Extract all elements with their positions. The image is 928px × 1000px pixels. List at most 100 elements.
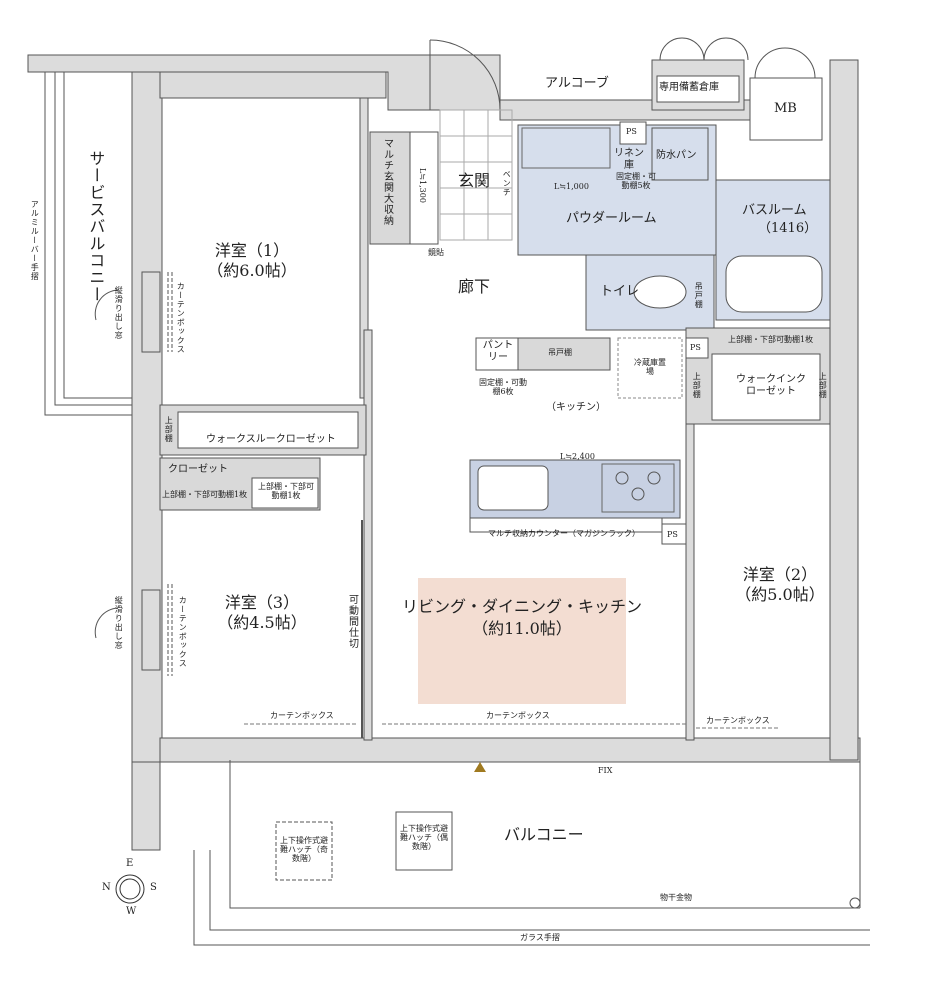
movable-partition-label: 可動間仕切 [346, 594, 358, 649]
toilet-label: トイレ [600, 284, 640, 299]
multi-storage-label: マルチ玄関大収納 [381, 138, 393, 226]
bench-label: ベンチ [502, 170, 512, 197]
ps-kitchen-label: PS [667, 530, 678, 539]
curtain-box-bottom-3: カーテンボックス [706, 716, 770, 725]
laundry-label: 物干金物 [660, 893, 692, 902]
western3-size: （約4.5帖） [217, 613, 307, 632]
compass-n: N [102, 882, 111, 893]
fix-marker [474, 762, 486, 772]
walkin-inner [711, 353, 821, 421]
burner-3 [631, 487, 645, 501]
ldk-name: リビング・ダイニング・キッチン [401, 597, 643, 616]
western3-name: 洋室（3） [224, 593, 300, 612]
burners [615, 471, 661, 501]
alcove-label: アルコーブ [545, 76, 609, 91]
window-room1 [141, 271, 161, 353]
multi-storage-box [369, 131, 411, 245]
entrance-label: 玄関 [458, 171, 491, 190]
service-balcony-label: サービスバルコニー [86, 150, 106, 303]
hatch-odd-label: 上下操作式避難ハッチ（奇数階） [280, 836, 328, 864]
walkin-upper-shelf-left: 上部棚 [692, 372, 702, 399]
rail-line-1 [44, 72, 132, 416]
mb-box [749, 77, 823, 141]
left-windows [94, 271, 173, 676]
stove [601, 463, 675, 513]
closet-shelf-label: 上部棚・下部可動棚1枚 [162, 490, 248, 499]
closet-label: クローゼット [168, 464, 228, 475]
storage-room-label: 専用備蓄倉庫 [659, 82, 719, 93]
balcony-inner-edge [229, 760, 860, 909]
ps-box-top [619, 121, 647, 145]
compass-w: W [126, 906, 137, 917]
window-room3-swing [94, 607, 119, 639]
burner-2 [647, 471, 661, 485]
wall-top-room1 [159, 71, 387, 99]
walkthrough-inner [177, 411, 359, 449]
ps-box-kitchen [661, 523, 687, 545]
entrance-area [439, 109, 513, 241]
bathtub [725, 255, 823, 313]
hatch-even-label: 上下操作式避難ハッチ（偶数階） [400, 824, 448, 852]
storage-door-arcs [659, 37, 749, 61]
compass-s: S [150, 882, 157, 893]
vanity [521, 127, 611, 169]
western2-name: 洋室（2） [742, 565, 818, 584]
curtain-line-3 [167, 584, 173, 676]
walkthrough-label: ウォークスルークローゼット [206, 434, 336, 445]
storage-dim-label: L≒1,300 [418, 168, 428, 203]
closet-shelf2-label: 上部棚・下部可動棚1枚 [258, 482, 314, 501]
bathroom-label: バスルーム [742, 203, 807, 218]
hanging-shelf-label: 吊戸棚 [548, 348, 572, 357]
western1-size: （約6.0帖） [207, 261, 297, 280]
walkin-upper-shelf-right: 上部棚 [818, 372, 828, 399]
mb-door-arcs [754, 47, 816, 79]
toilet-shelf-label: 吊戸棚 [694, 282, 704, 309]
ps-top-label: PS [626, 127, 637, 136]
waterpan-box [651, 127, 709, 181]
wall-ldk-left [363, 329, 373, 741]
hatch-even-box [395, 811, 453, 871]
wall-room2-left [685, 419, 695, 741]
balcony-label: バルコニー [504, 825, 584, 844]
ps-walkin-label: PS [690, 343, 701, 352]
pantry-label: パントリー [482, 340, 514, 363]
rail-line-2 [54, 72, 132, 406]
pantry-shelf-label: 固定棚・可動棚6枚 [479, 378, 527, 397]
counter-label: マルチ収納カウンター（マガジンラック） [488, 529, 640, 538]
multi-storage-inner [409, 131, 439, 245]
curtain-box-1-label: カーテンボックス [176, 282, 186, 354]
walkin-label: ウォークインクローゼット [736, 374, 806, 397]
compass-inner [119, 878, 141, 900]
pantry-box-front [475, 337, 519, 371]
fix-label: FIX [598, 766, 613, 775]
hatch-odd-box [275, 821, 333, 881]
fridge-space [617, 337, 683, 399]
burner-1 [615, 471, 629, 485]
glass-rail-label: ガラス手摺 [520, 933, 560, 942]
powder-dim-label: L≒1,000 [554, 182, 589, 191]
entrance-grid [440, 110, 512, 240]
drain [849, 897, 861, 909]
ldk-highlight [418, 578, 626, 704]
window-room3 [141, 589, 161, 671]
bottom-curtains [244, 723, 778, 729]
entrance-door [429, 37, 816, 111]
ps-box-walkin [685, 337, 709, 359]
window-room1-swing [94, 289, 119, 321]
curtain-box-bottom-2: カーテンボックス [486, 711, 550, 720]
western1-name: 洋室（1） [214, 241, 290, 260]
sink [477, 465, 549, 511]
walkthrough-upper-shelf: 上部棚 [164, 416, 174, 443]
entrance-tiles [439, 109, 513, 241]
rail-line-3 [63, 72, 132, 399]
kitchen-label: （キッチン） [546, 402, 606, 413]
closet-shelf-box [251, 477, 319, 509]
balcony-outline [193, 760, 870, 946]
compass-ring [115, 874, 145, 904]
ldk-size: （約11.0帖） [472, 619, 572, 638]
shoe-mirror-label: 鏡貼 [428, 248, 444, 257]
wall-left-room [131, 71, 163, 763]
curtain-box-3-label: カーテンボックス [178, 596, 188, 668]
